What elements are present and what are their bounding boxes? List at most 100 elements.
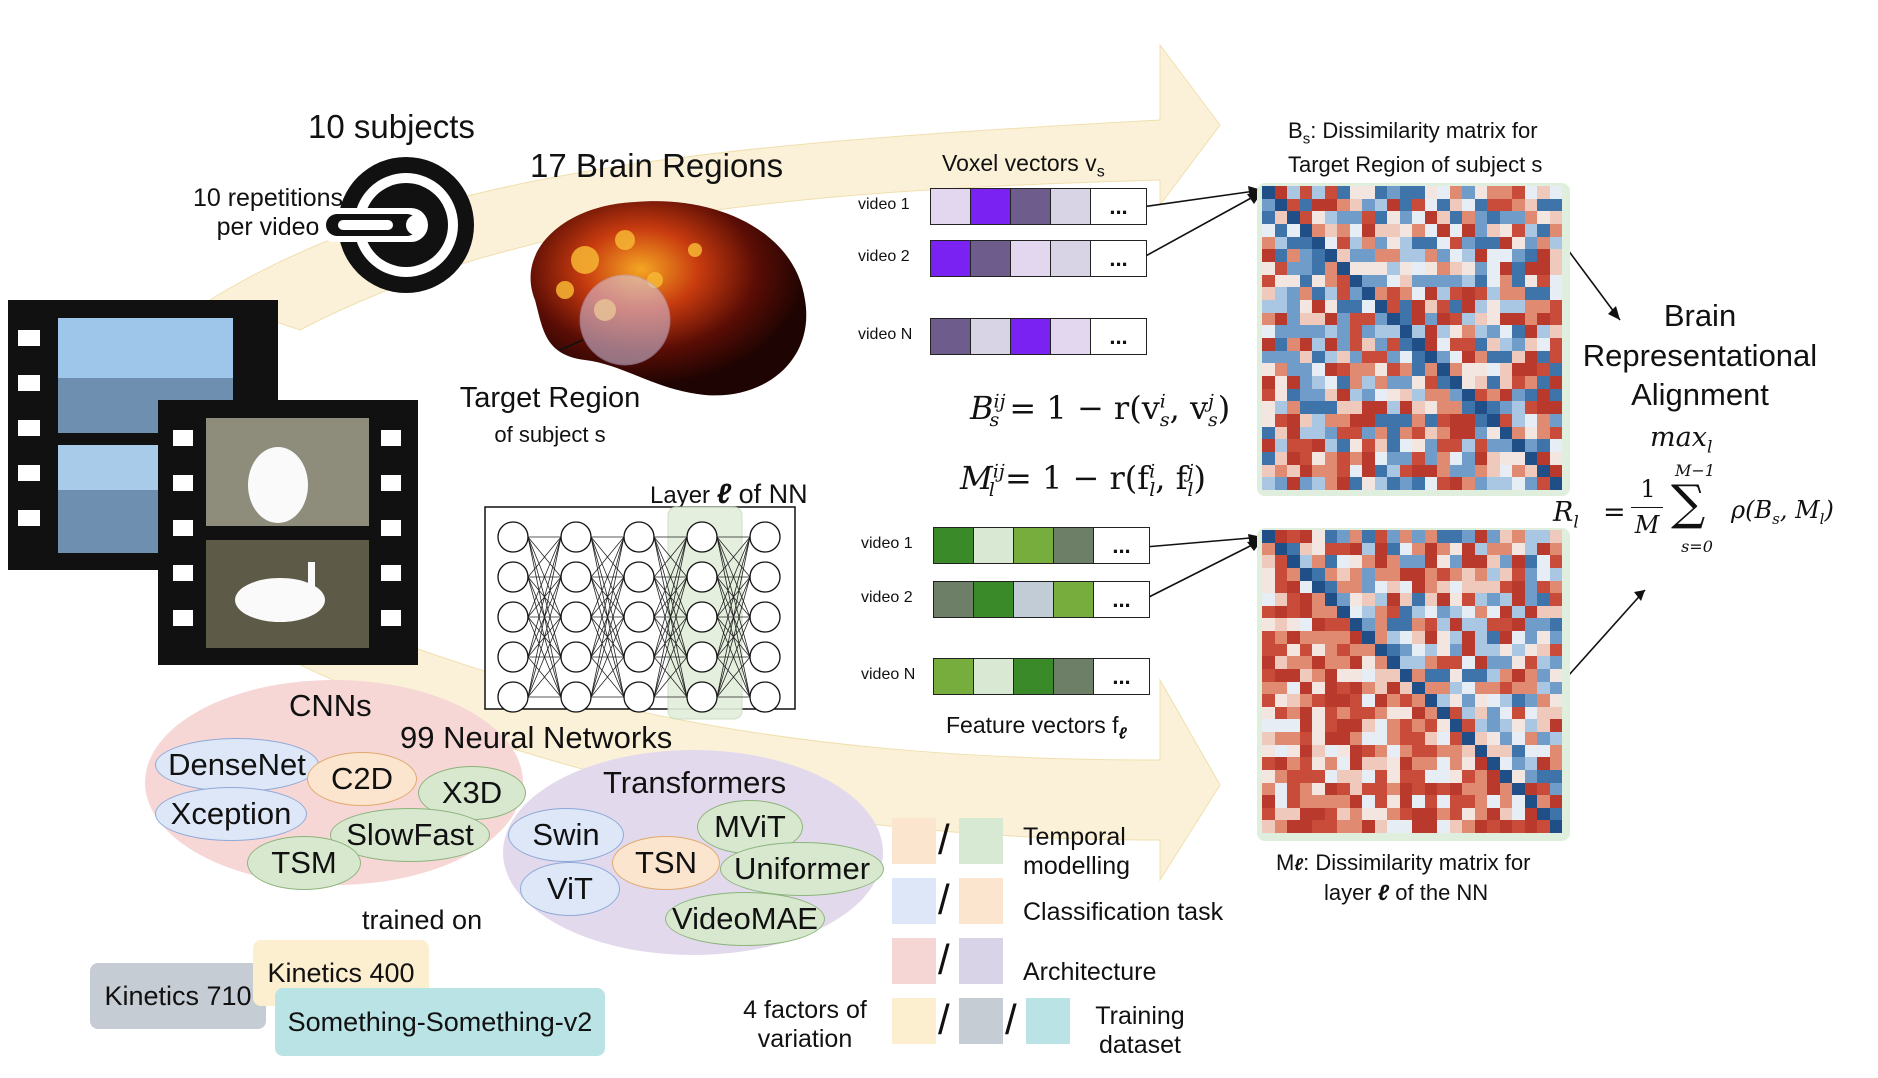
matrix-cell xyxy=(1287,694,1300,707)
nn-node xyxy=(560,641,592,673)
matrix-cell xyxy=(1537,249,1550,262)
matrix-cell xyxy=(1449,795,1462,808)
matrix-cell xyxy=(1424,312,1437,326)
matrix-cell xyxy=(1299,580,1312,594)
matrix-cell xyxy=(1474,542,1487,556)
matrix-cell xyxy=(1374,452,1387,465)
matrix-cell xyxy=(1487,198,1500,212)
matrix-cell xyxy=(1412,681,1425,695)
matrix-cell xyxy=(1524,719,1537,732)
matrix-cell xyxy=(1462,287,1475,300)
matrix-cell xyxy=(1374,719,1387,732)
matrix-cell xyxy=(1324,567,1337,581)
matrix-cell xyxy=(1324,262,1337,275)
matrix-cell xyxy=(1337,388,1350,402)
matrix-cell xyxy=(1537,820,1550,833)
matrix-cell xyxy=(1262,464,1275,478)
max-label: maxl xyxy=(1650,422,1713,458)
matrix-cell xyxy=(1462,542,1475,556)
nn-connection xyxy=(716,616,751,698)
matrix-cell xyxy=(1324,236,1337,250)
matrix-cell xyxy=(1412,338,1425,351)
matrix-cell xyxy=(1549,388,1562,402)
matrix-cell xyxy=(1424,807,1437,821)
matrix-cell xyxy=(1312,262,1325,275)
matrix-cell xyxy=(1412,262,1425,275)
feature-vector-cell xyxy=(1053,581,1093,618)
matrix-cell xyxy=(1524,401,1537,414)
matrix-cell xyxy=(1387,388,1400,402)
matrix-cell xyxy=(1424,464,1437,478)
matrix-cell xyxy=(1312,631,1325,644)
matrix-cell xyxy=(1349,580,1362,594)
nn-connection xyxy=(527,576,562,698)
matrix-cell xyxy=(1512,782,1525,796)
matrix-cell xyxy=(1337,211,1350,224)
matrix-cell xyxy=(1274,757,1287,770)
matrix-cell xyxy=(1362,820,1375,833)
matrix-cell xyxy=(1324,338,1337,351)
matrix-cell xyxy=(1274,706,1287,720)
model-matrix-title: Mℓ: Dissimilarity matrix for layer ℓ of … xyxy=(1276,850,1531,905)
matrix-cell xyxy=(1274,769,1287,783)
matrix-cell xyxy=(1462,668,1475,682)
matrix-cell xyxy=(1324,274,1337,288)
matrix-cell xyxy=(1449,769,1462,783)
matrix-cell xyxy=(1474,567,1487,581)
matrix-cell xyxy=(1374,186,1387,199)
matrix-cell xyxy=(1474,769,1487,783)
matrix-cell xyxy=(1474,426,1487,440)
matrix-cell xyxy=(1487,388,1500,402)
matrix-cell xyxy=(1362,807,1375,821)
matrix-cell xyxy=(1399,401,1412,414)
matrix-cell xyxy=(1362,643,1375,657)
matrix-cell xyxy=(1487,744,1500,758)
matrix-cell xyxy=(1549,807,1562,821)
matrix-cell xyxy=(1474,388,1487,402)
matrix-cell xyxy=(1324,631,1337,644)
matrix-cell xyxy=(1499,643,1512,657)
matrix-cell xyxy=(1499,719,1512,732)
matrix-cell xyxy=(1312,274,1325,288)
matrix-cell xyxy=(1374,593,1387,606)
matrix-cell xyxy=(1424,542,1437,556)
matrix-cell xyxy=(1337,300,1350,313)
matrix-cell xyxy=(1449,211,1462,224)
matrix-cell xyxy=(1462,656,1475,669)
matrix-cell xyxy=(1287,211,1300,224)
matrix-cell xyxy=(1349,477,1362,490)
matrix-cell xyxy=(1287,236,1300,250)
matrix-cell xyxy=(1399,757,1412,770)
matrix-cell xyxy=(1524,224,1537,237)
matrix-cell xyxy=(1412,439,1425,452)
matrix-cell xyxy=(1262,555,1275,568)
matrix-cell xyxy=(1524,643,1537,657)
nn-node xyxy=(749,681,781,713)
matrix-cell xyxy=(1399,477,1412,490)
matrix-cell xyxy=(1474,338,1487,351)
matrix-cell xyxy=(1437,477,1450,490)
matrix-cell xyxy=(1287,782,1300,796)
model-tsm: TSM xyxy=(247,836,361,890)
nn-node xyxy=(686,561,718,593)
matrix-cell xyxy=(1299,363,1312,376)
matrix-cell xyxy=(1499,732,1512,745)
matrix-cell xyxy=(1487,605,1500,619)
matrix-cell xyxy=(1449,643,1462,657)
matrix-cell xyxy=(1524,757,1537,770)
matrix-cell xyxy=(1362,274,1375,288)
matrix-cell xyxy=(1499,681,1512,695)
matrix-cell xyxy=(1537,363,1550,376)
matrix-cell xyxy=(1549,211,1562,224)
nn-node xyxy=(749,521,781,553)
matrix-cell xyxy=(1337,567,1350,581)
matrix-cell xyxy=(1474,300,1487,313)
matrix-cell xyxy=(1262,593,1275,606)
matrix-cell xyxy=(1524,312,1537,326)
voxel-vector-cell xyxy=(970,318,1010,355)
matrix-cell xyxy=(1412,325,1425,338)
matrix-cell xyxy=(1374,224,1387,237)
matrix-cell xyxy=(1274,631,1287,644)
matrix-cell xyxy=(1349,744,1362,758)
matrix-cell xyxy=(1462,631,1475,644)
